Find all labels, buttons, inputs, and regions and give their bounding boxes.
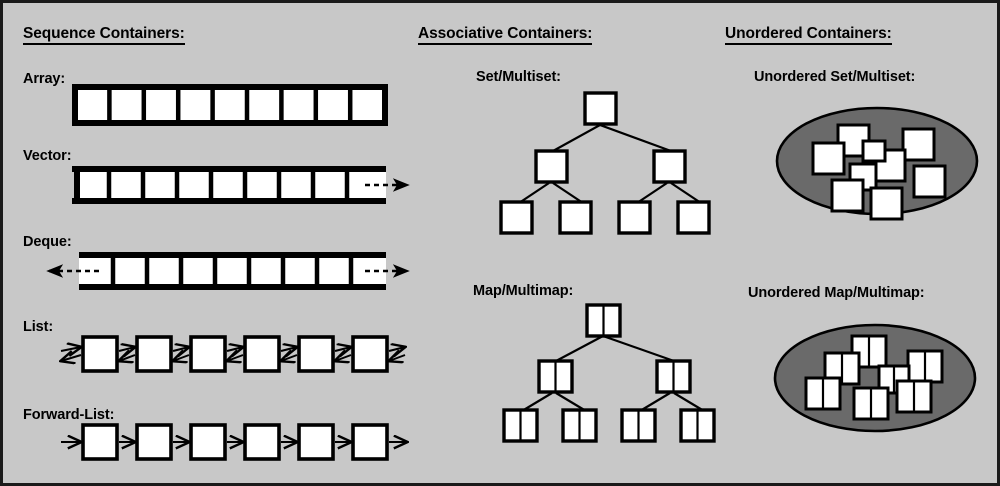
map-tree-node-leaf (679, 408, 716, 443)
unordered-map-node (804, 376, 842, 411)
list-node (243, 335, 281, 373)
list-node (81, 335, 119, 373)
label-unordered-map-multimap: Unordered Map/Multimap: (748, 285, 925, 301)
forward-list-node (297, 423, 335, 461)
unordered-map-node (852, 386, 890, 421)
set-multiset-tree (499, 91, 711, 235)
heading-unordered-containers-text: Unordered Containers: (725, 25, 892, 45)
map-tree-node-leaf (620, 408, 657, 443)
label-forward-list: Forward-List: (23, 407, 115, 423)
map-multimap-tree (502, 303, 716, 443)
map-tree-node-internal (655, 359, 692, 394)
label-array: Array: (23, 71, 66, 87)
list-nodes (81, 335, 389, 373)
vector-diagram (72, 166, 410, 204)
diagram-graphics (46, 84, 979, 461)
heading-sequence-containers-text: Sequence Containers: (23, 25, 185, 45)
forward-list-node (135, 423, 173, 461)
list-node (135, 335, 173, 373)
label-deque: Deque: (23, 234, 72, 250)
array-diagram (72, 84, 388, 126)
heading-sequence-containers: Sequence Containers: (23, 25, 185, 45)
unordered-set-node (811, 141, 846, 176)
set-tree-node-leaf (617, 200, 652, 235)
heading-associative-containers-text: Associative Containers: (418, 25, 592, 45)
list-node (189, 335, 227, 373)
set-tree-node-leaf (499, 200, 534, 235)
label-vector: Vector: (23, 148, 72, 164)
vector-body-fill (75, 167, 386, 203)
array-outer-frame (72, 84, 388, 126)
map-tree-node-root (585, 303, 622, 338)
unordered-set-nodes (811, 123, 947, 221)
deque-cell-dividers (110, 253, 354, 289)
label-unordered-set-multiset: Unordered Set/Multiset: (754, 69, 916, 85)
unordered-set-bucket (775, 106, 979, 221)
unordered-set-node (830, 178, 865, 213)
vector-cell-dividers (106, 167, 350, 203)
label-set-multiset: Set/Multiset: (476, 69, 561, 85)
unordered-map-node (895, 379, 933, 414)
deque-body-fill (79, 253, 386, 289)
list-diagram (61, 335, 406, 373)
array-cell-dividers (107, 87, 353, 123)
list-node (297, 335, 335, 373)
map-tree-edges (521, 334, 705, 412)
set-tree-node-internal (534, 149, 569, 184)
forward-list-nodes (81, 423, 389, 461)
unordered-map-node (906, 349, 944, 384)
unordered-set-node (912, 164, 947, 199)
list-backward-links (61, 355, 406, 361)
set-tree-node-leaf (558, 200, 593, 235)
label-map-multimap: Map/Multimap: (473, 283, 574, 299)
forward-list-node (351, 423, 389, 461)
map-tree-node-leaf (561, 408, 598, 443)
heading-associative-containers: Associative Containers: (418, 25, 592, 45)
set-tree-node-leaf (676, 200, 711, 235)
unordered-set-node (901, 127, 936, 162)
forward-list-node (189, 423, 227, 461)
set-tree-edges (518, 123, 702, 204)
deque-diagram (46, 252, 410, 290)
label-list: List: (23, 319, 54, 335)
unordered-set-node (869, 186, 904, 221)
forward-list-diagram (61, 423, 407, 461)
set-tree-node-internal (652, 149, 687, 184)
forward-list-node (81, 423, 119, 461)
list-node (351, 335, 389, 373)
map-tree-node-internal (537, 359, 574, 394)
set-tree-node-root (583, 91, 618, 126)
forward-list-node (243, 423, 281, 461)
heading-unordered-containers: Unordered Containers: (725, 25, 892, 45)
unordered-map-bucket (773, 323, 977, 433)
unordered-set-node (861, 139, 887, 163)
map-tree-node-leaf (502, 408, 539, 443)
